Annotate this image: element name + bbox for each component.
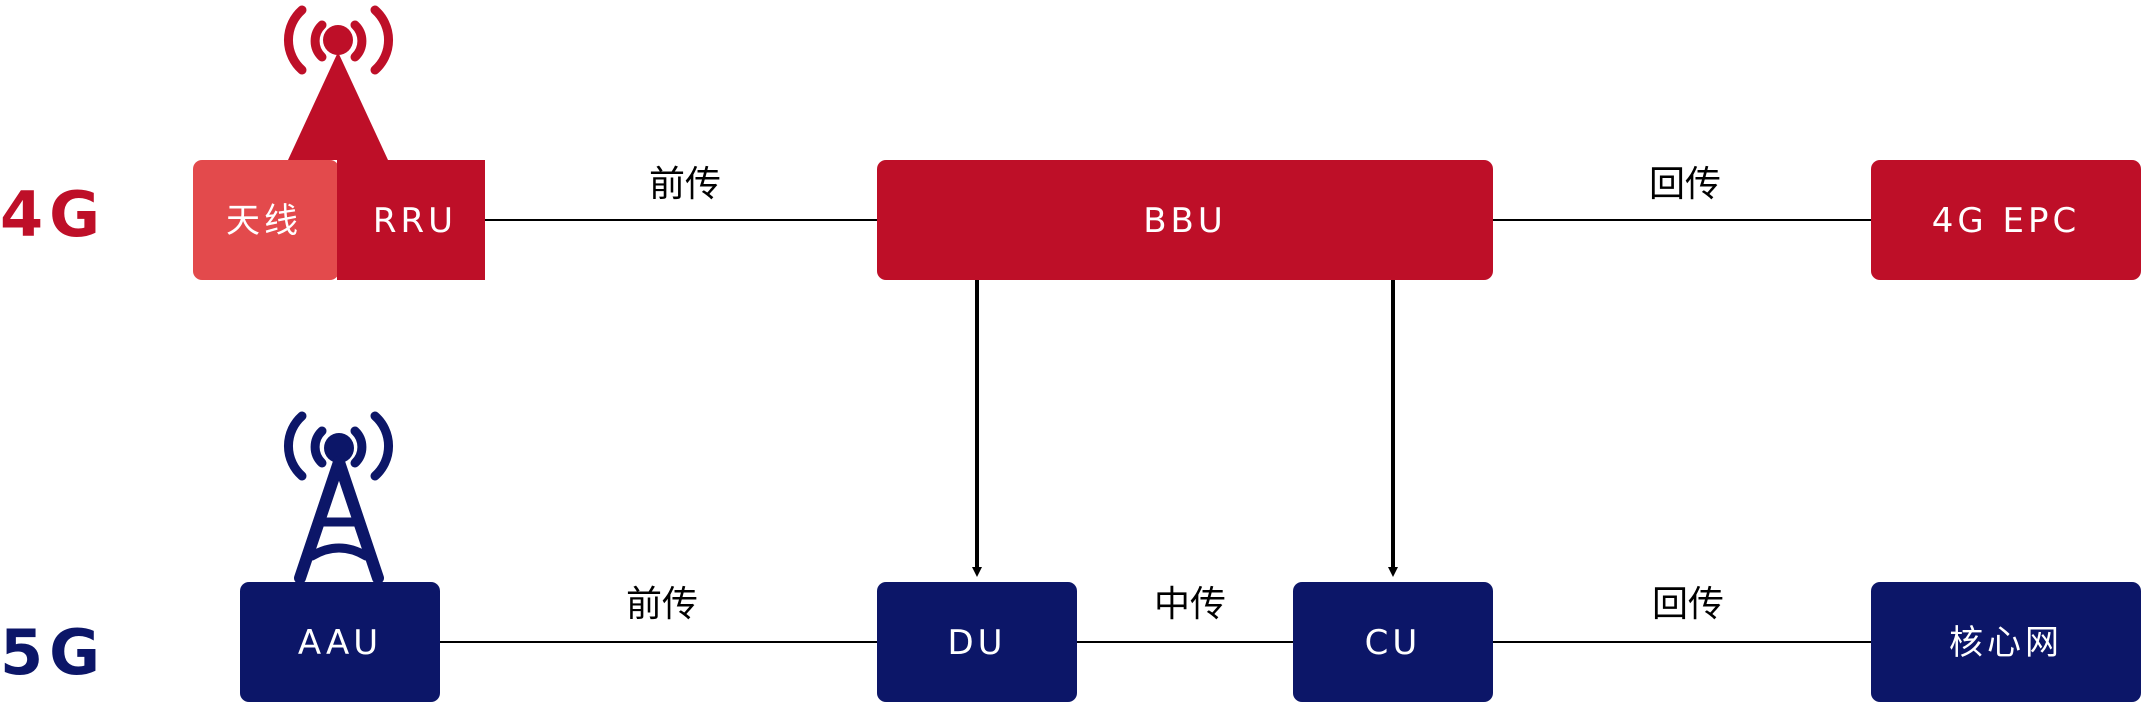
link-label-fronthaul-4g: 前传 [649,164,721,205]
antenna-box [193,160,339,280]
row-label-5g: 5G [0,616,106,689]
rru-label: RRU [373,201,457,241]
link-label-midhaul-5g: 中传 [1154,584,1226,625]
epc-4g-box [1871,160,2141,280]
link-label-backhaul-5g: 回传 [1652,584,1724,625]
cu-label: CU [1365,623,1422,663]
cu-box [1293,582,1493,702]
du-label: DU [947,623,1006,663]
bbu-box [877,160,1493,280]
link-label-fronthaul-5g: 前传 [626,584,698,625]
lattice-tower-icon [284,411,393,584]
epc-4g-label: 4G EPC [1932,201,2081,241]
aau-label: AAU [298,623,382,663]
bbu-label: BBU [1143,201,1227,241]
antenna-rru-unit: 天线 RRU [193,160,485,280]
link-label-backhaul-4g: 回传 [1649,164,1721,205]
radio-tower-icon [284,5,393,160]
antenna-label: 天线 [226,201,302,241]
row-label-4g: 4G [0,178,106,251]
core-network-label: 核心网 [1949,623,2063,663]
du-box [877,582,1077,702]
core-network-box [1871,582,2141,702]
aau-box [240,582,440,702]
rru-box [337,160,485,280]
